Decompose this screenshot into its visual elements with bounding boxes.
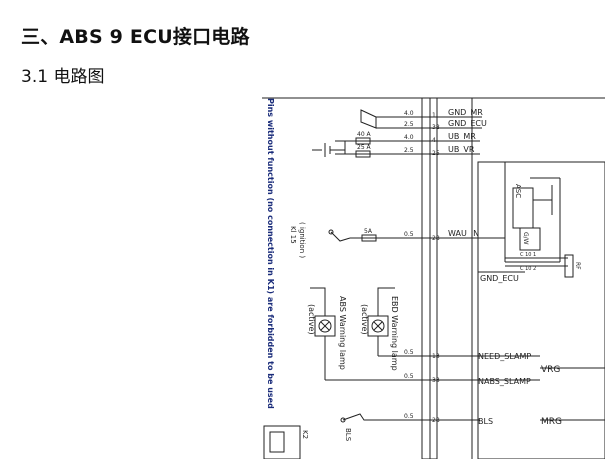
label-gw: G/W <box>522 232 529 245</box>
ebd-lamp-icon <box>371 319 385 333</box>
label-asc: ASC <box>514 184 522 198</box>
ground-symbol <box>360 109 377 129</box>
gauge-8: 0.5 <box>404 413 414 420</box>
fuse-label-40a: 40 A <box>357 131 372 138</box>
pin-8: 28 <box>432 417 440 424</box>
pins-note: Pins without function (no connection in … <box>266 98 275 409</box>
gauge-5: 0.5 <box>404 231 414 238</box>
fuse-label-5a: 5A <box>364 228 373 235</box>
fuse-label-25a: 25 A <box>357 144 372 151</box>
label-wake-in: WAU_IN <box>448 229 479 238</box>
page-heading: 三、ABS 9 ECU接口电路 <box>21 26 250 48</box>
label-k2: K2 <box>301 430 309 439</box>
label-gnd-ecu: GND_ECU <box>448 119 487 128</box>
label-nabs-slamp: NABS_SLAMP <box>478 377 531 386</box>
pin-4: 25 <box>432 150 440 157</box>
label-k15: Kl 15 <box>289 226 297 244</box>
label-need-slamp: NEED_SLAMP <box>478 352 531 361</box>
label-ebd-lamp: EBD Warning lamp <box>390 296 399 371</box>
label-ub-mr: UB_MR <box>448 132 476 141</box>
label-c2: C 10 2 <box>520 266 536 272</box>
fuse-40a <box>355 137 371 145</box>
gauge-4: 2.5 <box>404 147 414 154</box>
gauge-1: 4.0 <box>404 110 414 117</box>
label-ignition: ( ignition ) <box>298 222 306 258</box>
capacitor-box <box>564 254 574 278</box>
pin-1: 1 <box>432 112 436 119</box>
fuse-5a <box>361 234 377 242</box>
label-gnd-ecu2: GND_ECU <box>480 274 519 283</box>
label-abs-lamp: ABS Warning lamp <box>338 296 347 370</box>
label-mrg: MRG <box>541 417 562 427</box>
gauge-3: 4.0 <box>404 134 414 141</box>
label-abs-active: (active) <box>307 304 316 335</box>
pin-6: 13 <box>432 353 440 360</box>
label-bls: BLS <box>478 417 493 426</box>
pin-5: 28 <box>432 235 440 242</box>
label-c1: C 10 1 <box>520 252 536 258</box>
abs-lamp-icon <box>318 319 332 333</box>
gauge-2: 2.5 <box>404 121 414 128</box>
pin-7: 33 <box>432 377 440 384</box>
label-gnd-mr: GND_MR <box>448 108 483 117</box>
fuse-25a <box>355 150 371 158</box>
label-ebd-active: (active) <box>360 304 369 335</box>
k2-box <box>263 425 301 459</box>
ecu-internal-block <box>477 161 605 459</box>
pin-3: 4 <box>432 137 436 144</box>
gw-box <box>519 227 541 251</box>
label-bls-switch: BLS <box>344 428 352 442</box>
label-vrg: VRG <box>541 365 560 375</box>
section-subheading: 3.1 电路图 <box>21 67 105 87</box>
label-ub-vr: UB_VR <box>448 145 475 154</box>
gauge-7: 0.5 <box>404 373 414 380</box>
label-rf: RF <box>574 262 581 270</box>
pin-2: 38 <box>432 124 440 131</box>
gauge-6: 0.5 <box>404 349 414 356</box>
